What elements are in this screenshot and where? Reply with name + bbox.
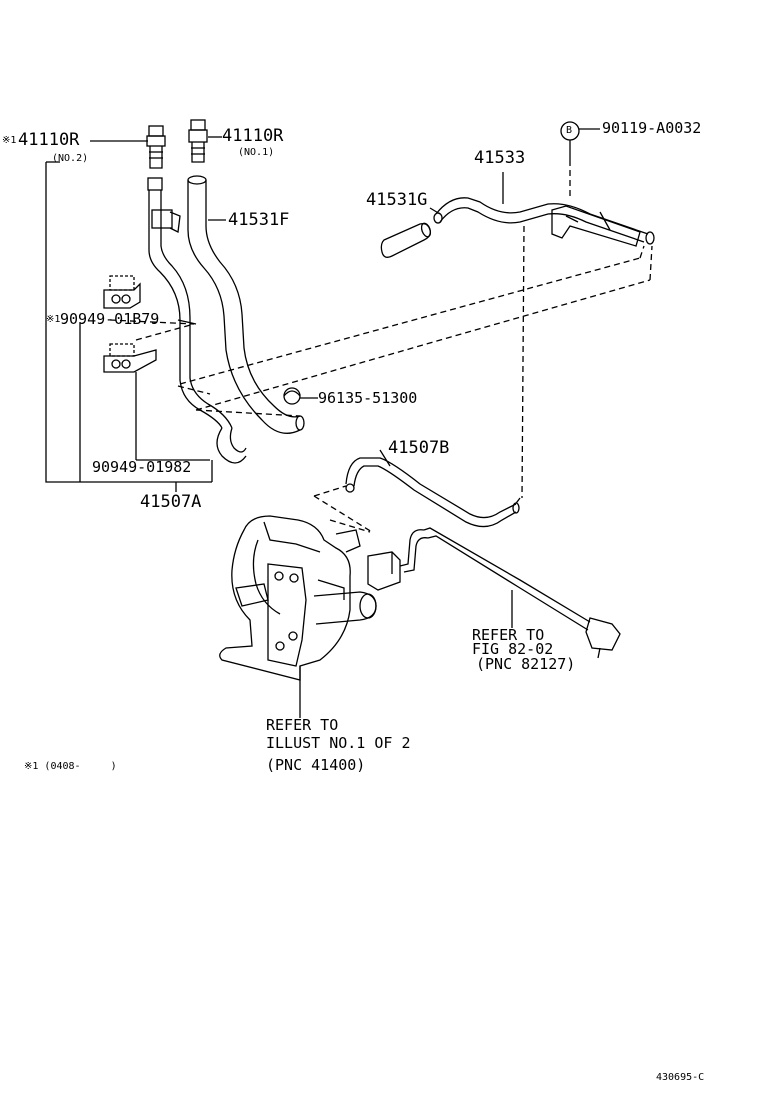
pump-assembly (219, 515, 429, 718)
label-footnote: ※1 (0408- ) (24, 761, 117, 772)
wire-harness (423, 527, 621, 659)
label-41110r-no2-sub: (NO.2) (52, 153, 89, 164)
label-refer-illust-line2: ILLUST NO.1 OF 2 (266, 734, 411, 752)
label-41507b: 41507B (388, 438, 450, 458)
pipe-41507b (345, 449, 520, 528)
leader-lines-left (45, 136, 226, 492)
label-41531f: 41531F (228, 210, 290, 230)
label-figure-code: 430695-C (656, 1072, 705, 1083)
dashed-lines (109, 160, 653, 533)
clip-96135-51300 (283, 387, 318, 405)
label-96135-51300: 96135-51300 (318, 389, 418, 407)
label-41110r-no2-mark: ※1 (2, 135, 17, 146)
hose-41531g (380, 207, 441, 258)
label-bolt-marker: B (566, 125, 573, 136)
label-refer-fig-line2: FIG 82-02 (472, 640, 554, 658)
valve-41110r-no2 (146, 125, 166, 169)
hose-41507a (147, 177, 247, 464)
label-41531g: 41531G (366, 190, 428, 210)
label-refer-fig-line1: REFER TO (472, 626, 545, 644)
bolt-90119-a0032 (560, 121, 600, 160)
label-41507a: 41507A (140, 492, 202, 512)
label-41110r-no2: 41110R (18, 130, 80, 150)
label-41110r-no1-sub: (NO.1) (238, 147, 275, 158)
pipe-41533 (433, 172, 655, 247)
clamp-90949-01b79 (103, 275, 141, 309)
valve-41110r-no1 (188, 119, 208, 163)
label-41110r-no1: 41110R (222, 126, 284, 146)
label-41533: 41533 (474, 148, 526, 168)
label-refer-illust-line1: REFER TO (266, 716, 339, 734)
label-90949-01b79: 90949-01B79 (60, 310, 160, 328)
label-refer-illust-line3: (PNC 41400) (266, 756, 366, 774)
clamp-90949-01982 (103, 343, 157, 373)
label-refer-fig-line3: (PNC 82127) (476, 655, 576, 673)
label-90949-01b79-mark: ※1 (46, 314, 61, 325)
label-90119-a0032: 90119-A0032 (602, 119, 702, 137)
hose-41531f (187, 175, 305, 434)
label-90949-01982: 90949-01982 (92, 458, 192, 476)
